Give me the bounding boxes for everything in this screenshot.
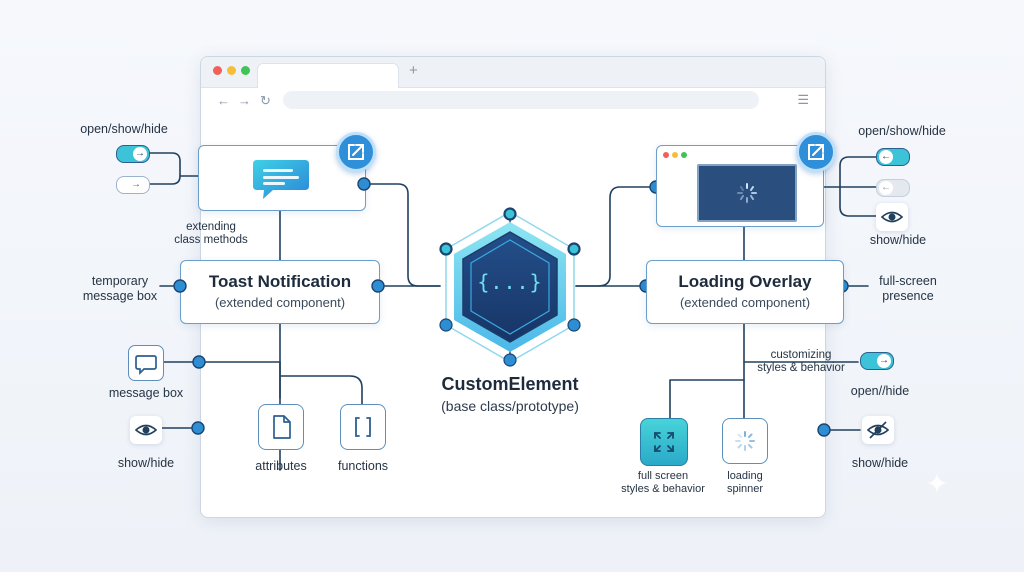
customizing-label-line1: customizing	[770, 349, 832, 361]
loading-label-line2: spinner	[726, 483, 764, 495]
temporary-label-line2: message box	[82, 289, 158, 303]
toggle-off-icon[interactable]: ←	[876, 179, 910, 197]
overlay-screen	[697, 164, 797, 222]
customizing-label-line2: styles & behavior	[757, 362, 845, 374]
loading-overlay-node[interactable]: Loading Overlay (extended component)	[646, 260, 844, 324]
toggle-on-icon[interactable]: →	[116, 145, 150, 163]
open-hide-label: open//hide	[850, 384, 910, 398]
forward-arrow-icon[interactable]: →	[238, 93, 251, 108]
maximize-window-dot[interactable]	[241, 66, 250, 75]
full-screen-label-line2: styles & behavior	[621, 483, 705, 495]
loading-overlay-preview-card[interactable]	[656, 145, 824, 227]
eye-icon[interactable]	[130, 416, 162, 444]
show-hide-label-right-top: show/hide	[869, 233, 927, 247]
chat-bubble-icon	[253, 160, 309, 199]
toggle-off-icon[interactable]: →	[116, 176, 150, 194]
full-screen-label-line1: full screen	[637, 470, 689, 482]
browser-nav-row: ← → ↻ ☰	[201, 88, 825, 116]
external-link-icon[interactable]	[796, 132, 836, 172]
preview-minimize-dot	[672, 152, 678, 158]
loading-overlay-title: Loading Overlay	[678, 272, 812, 291]
menu-icon[interactable]: ☰	[797, 92, 809, 107]
eye-slash-icon[interactable]	[862, 416, 894, 444]
spinner-icon[interactable]	[722, 418, 768, 464]
external-link-icon[interactable]	[336, 132, 376, 172]
attributes-label: attributes	[255, 459, 307, 473]
brackets-icon[interactable]	[340, 404, 386, 450]
sparkle-icon	[927, 473, 947, 493]
center-title: CustomElement	[441, 374, 579, 394]
temporary-message-label: temporary message box	[70, 274, 170, 304]
extending-label: extending class methods	[168, 221, 254, 247]
extending-label-line1: extending	[186, 221, 236, 233]
browser-tab-bar: +	[201, 57, 825, 88]
message-box-label: message box	[108, 386, 184, 400]
preview-close-dot	[663, 152, 669, 158]
toast-notification-node[interactable]: Toast Notification (extended component)	[180, 260, 380, 324]
custom-element-hexagon[interactable]	[436, 204, 584, 370]
show-hide-label-left: show/hide	[117, 456, 175, 470]
fullscreen-label-line2: presence	[882, 289, 934, 303]
extending-label-line2: class methods	[174, 234, 248, 246]
minimize-window-dot[interactable]	[227, 66, 236, 75]
full-screen-presence-label: full-screen presence	[860, 274, 956, 304]
eye-icon[interactable]	[876, 203, 908, 231]
loading-spinner-label: loading spinner	[700, 470, 790, 496]
url-bar[interactable]	[283, 91, 759, 109]
functions-label: functions	[337, 459, 389, 473]
expand-icon[interactable]	[640, 418, 688, 466]
close-window-dot[interactable]	[213, 66, 222, 75]
fullscreen-label-line1: full-screen	[879, 274, 937, 288]
back-arrow-icon[interactable]: ←	[217, 93, 230, 108]
reload-icon[interactable]: ↻	[260, 93, 271, 108]
message-icon[interactable]	[128, 345, 164, 381]
toggle-on-icon[interactable]: →	[860, 352, 894, 370]
temporary-label-line1: temporary	[91, 274, 149, 288]
open-show-hide-label-right: open/show/hide	[858, 124, 946, 138]
full-screen-styles-label: full screen styles & behavior	[608, 470, 718, 496]
toast-title: Toast Notification	[208, 272, 352, 291]
toggle-left-icon[interactable]: ←	[876, 148, 910, 166]
show-hide-label-right-bottom: show/hide	[851, 456, 909, 470]
browser-tab[interactable]	[257, 63, 399, 88]
code-braces-icon: {...}	[477, 270, 543, 294]
spinner-icon	[737, 183, 757, 203]
loading-label-line1: loading	[727, 470, 763, 482]
center-subtitle: (base class/prototype)	[441, 398, 579, 414]
new-tab-icon[interactable]: +	[409, 62, 418, 79]
open-show-hide-label: open/show/hide	[80, 122, 168, 136]
preview-maximize-dot	[681, 152, 687, 158]
toast-subtitle: (extended component)	[214, 295, 346, 310]
document-icon[interactable]	[258, 404, 304, 450]
customizing-label: customizing styles & behavior	[746, 349, 856, 375]
loading-overlay-subtitle: (extended component)	[679, 295, 811, 310]
